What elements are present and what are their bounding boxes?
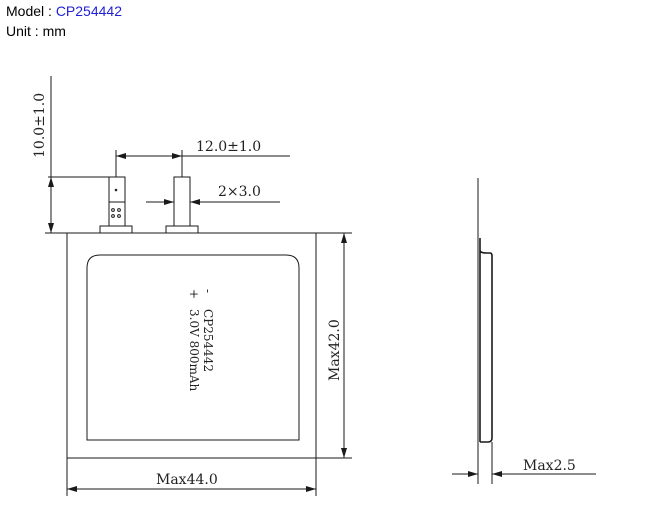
unit-line: Unit : mm [6, 23, 66, 39]
arrow-head [67, 486, 77, 492]
tab-dot [117, 208, 121, 212]
right-tab [173, 176, 191, 227]
arrow-head [492, 471, 502, 477]
polarity-positive: + [187, 289, 201, 299]
polarity-negative: - [201, 289, 215, 293]
arrow-head [468, 471, 478, 477]
model-line: Model : CP254442 [6, 1, 122, 21]
right-tab-base [165, 225, 199, 234]
model-value: CP254442 [55, 3, 122, 19]
arrow-head [341, 448, 347, 458]
tab-dot [111, 214, 115, 218]
cell-spec: 3.0V 800mAh [187, 309, 201, 392]
height-label: Max42.0 [327, 319, 343, 381]
left-tab-base [99, 225, 133, 234]
battery-inner-outline [86, 254, 300, 441]
model-label: Model : [6, 3, 56, 19]
arrow-head [48, 223, 54, 233]
arrow-head [172, 153, 182, 159]
tab-length-label: 10.0±1.0 [32, 93, 48, 158]
arrow-head [306, 486, 316, 492]
side-view-body [479, 238, 493, 443]
tab-size-label: 2×3.0 [218, 184, 261, 200]
arrow-head [116, 153, 126, 159]
arrow-head [48, 177, 54, 187]
tab-dot [111, 208, 115, 212]
arrow-head [341, 233, 347, 243]
cell-label: - CP254442 + 3.0V 800mAh [187, 289, 215, 392]
arrow-head [164, 199, 174, 205]
tab-dot [117, 214, 121, 218]
header: Model : CP254442 Unit : mm [6, 1, 122, 41]
arrow-head [190, 199, 200, 205]
tab-dot [114, 188, 118, 192]
thickness-label: Max2.5 [523, 458, 576, 474]
tab-spacing-label: 12.0±1.0 [196, 139, 261, 155]
cell-model: CP254442 [201, 309, 215, 372]
width-label: Max44.0 [156, 472, 218, 488]
